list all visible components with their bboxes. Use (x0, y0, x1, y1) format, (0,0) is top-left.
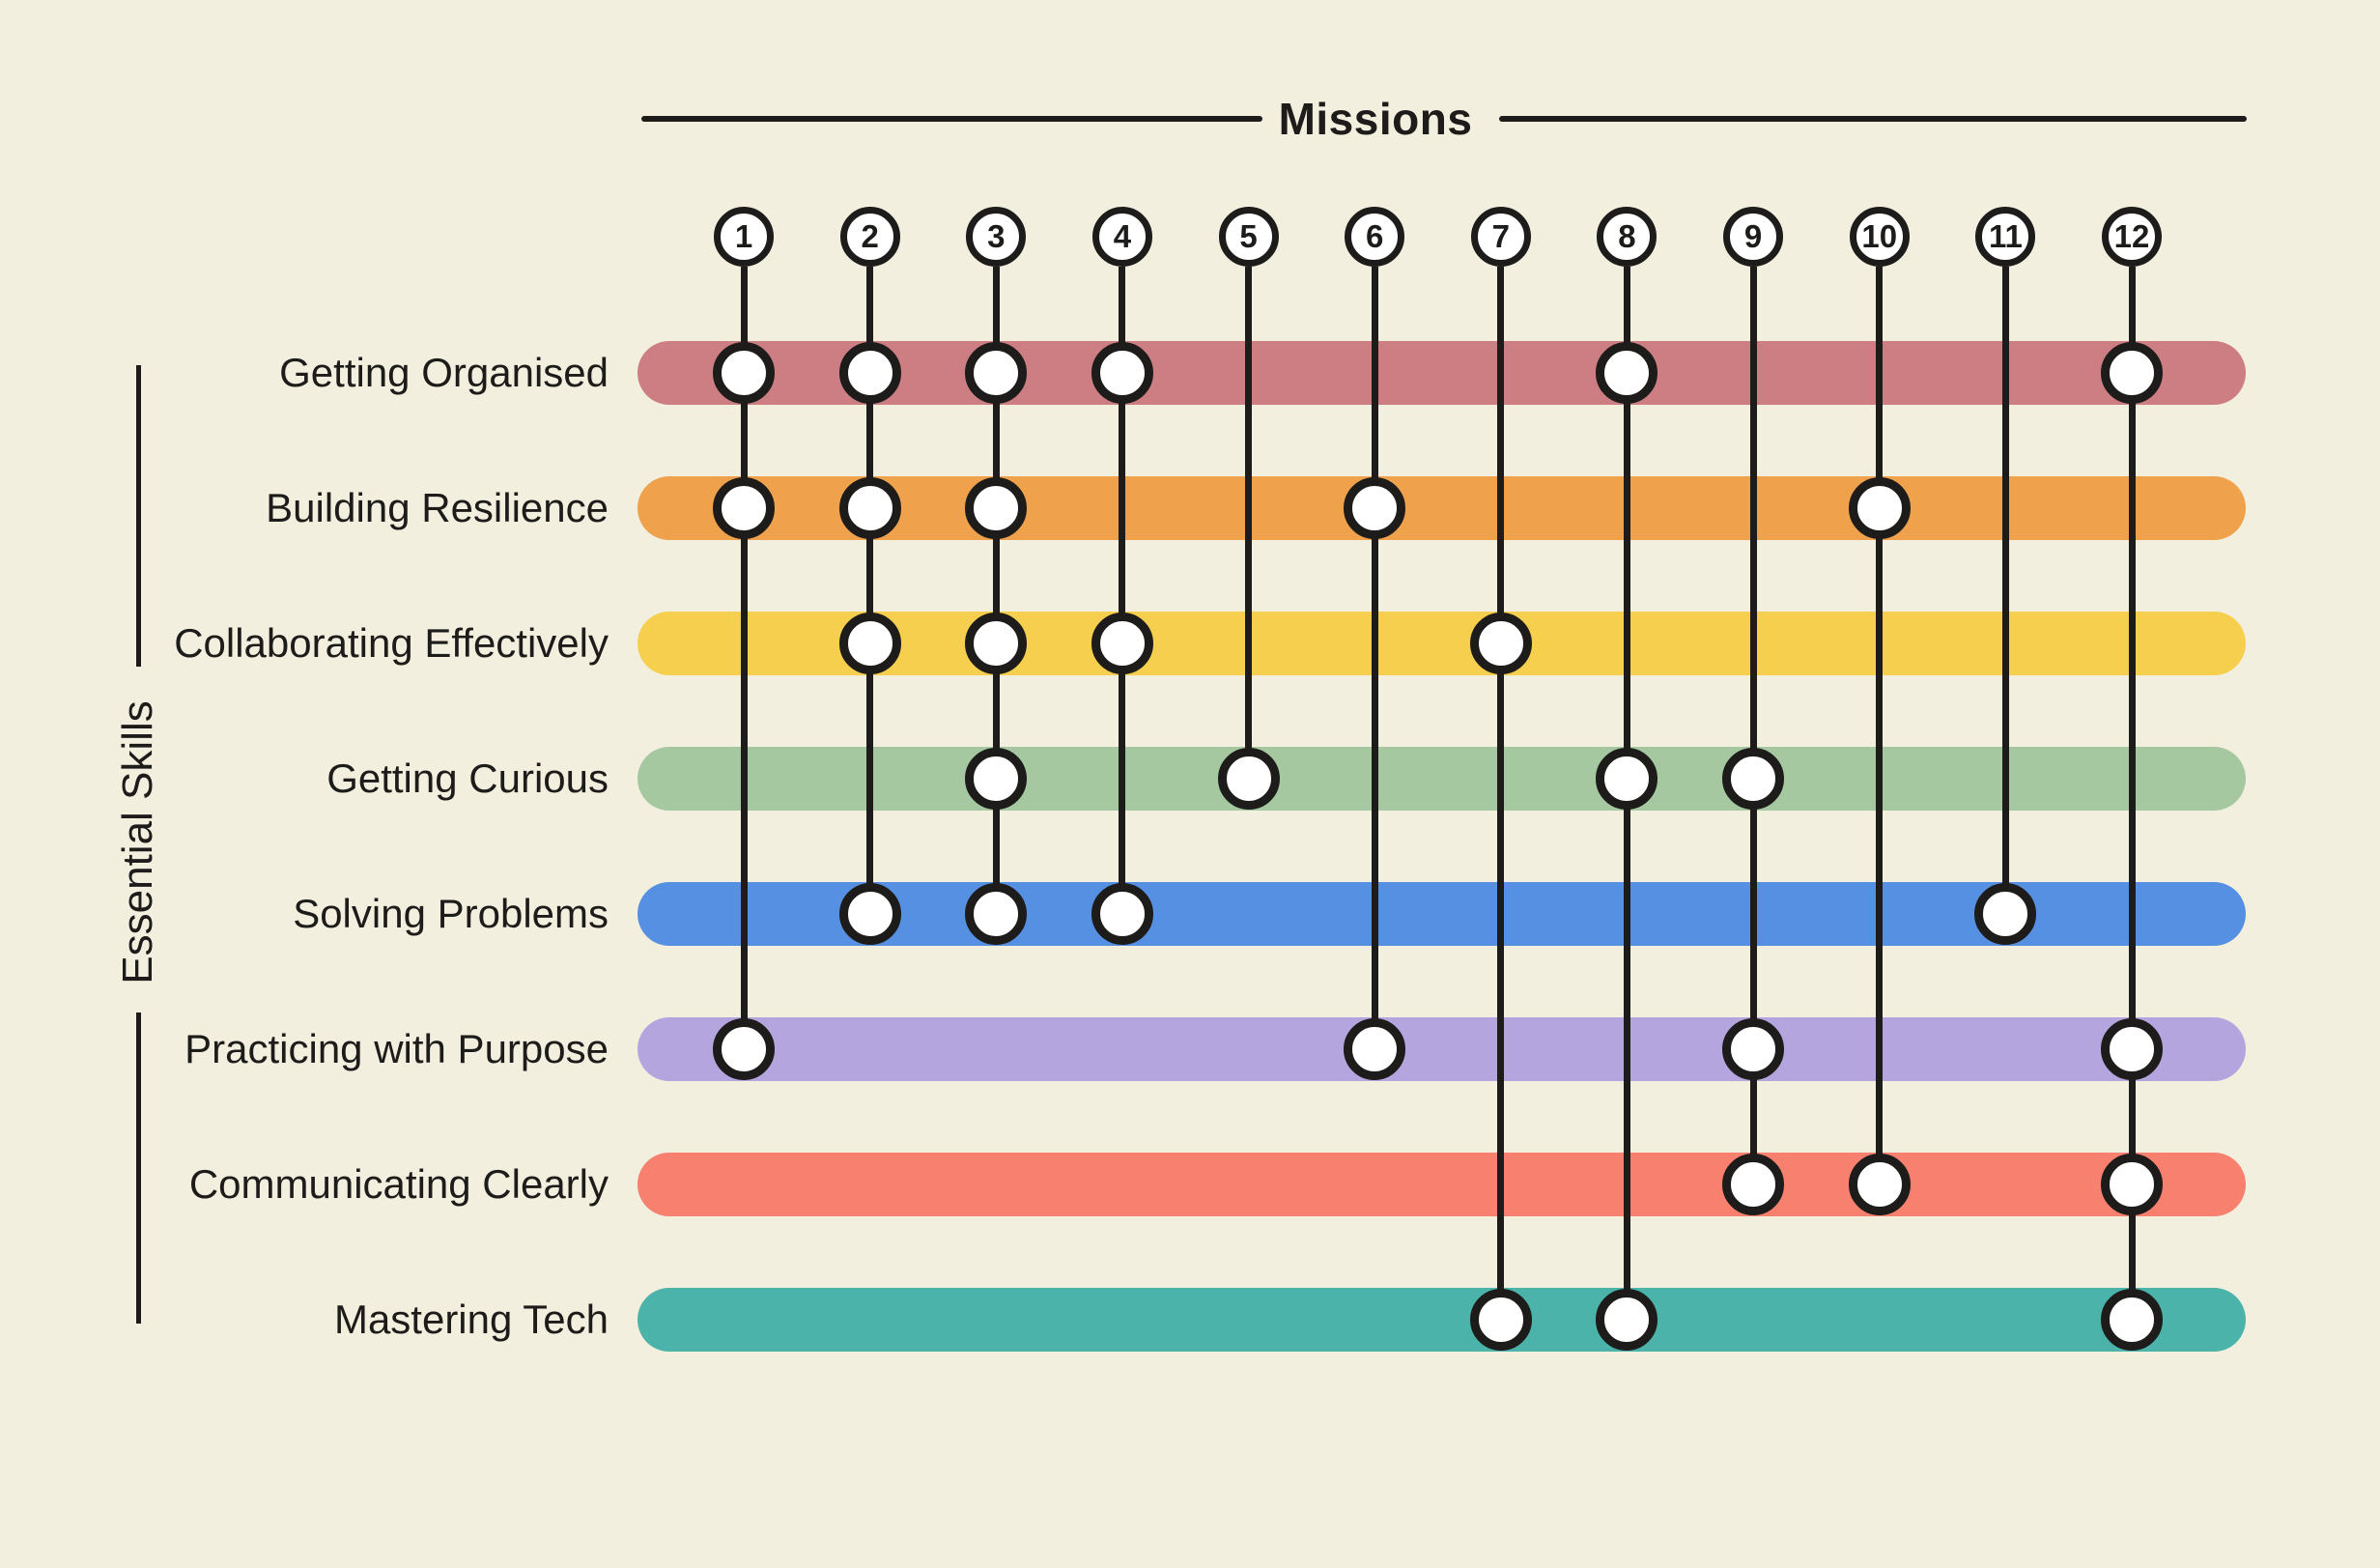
mission-number-8: 8 (1597, 207, 1658, 267)
mission-skill-dot (1722, 1018, 1785, 1080)
skills-axis-bracket-top (136, 365, 141, 667)
mission-skill-dot (1596, 342, 1658, 404)
skill-label: Mastering Tech (333, 1297, 609, 1342)
mission-number-7: 7 (1470, 207, 1531, 267)
mission-skill-dot (1848, 477, 1911, 539)
title-rule-right (1499, 116, 2247, 122)
mission-skill-dot (965, 477, 1028, 539)
mission-skill-dot (1596, 1289, 1658, 1351)
mission-skill-dot (965, 748, 1028, 810)
mission-number-10: 10 (1849, 207, 1910, 267)
mission-skill-dot (1848, 1154, 1911, 1215)
mission-skill-dot (838, 477, 901, 539)
skill-label: Solving Problems (293, 891, 609, 936)
mission-skill-dot (838, 883, 901, 945)
mission-line (866, 267, 874, 914)
skill-label: Building Resilience (266, 485, 609, 530)
skill-label: Getting Organised (279, 350, 609, 395)
mission-skill-dot (713, 477, 775, 539)
skill-band-practicing-with-purpose (638, 1017, 2246, 1081)
skills-axis-bracket-bottom (136, 1012, 141, 1324)
mission-skill-dot (965, 342, 1028, 404)
mission-line (2128, 267, 2136, 1320)
skill-label: Practicing with Purpose (184, 1026, 609, 1071)
mission-skill-dot (2101, 342, 2164, 404)
mission-number-4: 4 (1091, 207, 1152, 267)
skills-axis-label: Essential Skills (114, 700, 161, 984)
mission-skill-dot (1596, 748, 1658, 810)
mission-skill-dot (1091, 613, 1153, 674)
skill-band-mastering-tech (638, 1288, 2246, 1352)
mission-line (740, 267, 748, 1049)
mission-line (992, 267, 1000, 914)
mission-skill-dot (1722, 1154, 1785, 1215)
mission-skill-dot (1091, 342, 1153, 404)
mission-skill-dot (2101, 1154, 2164, 1215)
chart-title: Missions (1278, 94, 1473, 144)
title-rule-left (641, 116, 1262, 122)
mission-skill-dot (1344, 477, 1406, 539)
mission-line (2001, 267, 2009, 914)
mission-line (1371, 267, 1378, 1049)
mission-skill-dot (965, 883, 1028, 945)
skill-band-getting-organised (638, 341, 2246, 405)
skill-band-building-resilience (638, 476, 2246, 540)
mission-number-2: 2 (839, 207, 900, 267)
mission-number-9: 9 (1723, 207, 1784, 267)
mission-number-3: 3 (966, 207, 1027, 267)
mission-skill-dot (2101, 1289, 2164, 1351)
skill-label: Collaborating Effectively (174, 620, 609, 666)
mission-line (1119, 267, 1126, 914)
mission-line (1749, 267, 1757, 1184)
skill-band-getting-curious (638, 747, 2246, 811)
mission-skill-dot (1344, 1018, 1406, 1080)
skill-label: Getting Curious (326, 755, 609, 801)
mission-skill-dot (1469, 1289, 1532, 1351)
mission-line (1876, 267, 1884, 1184)
mission-skill-dot (1091, 883, 1153, 945)
mission-number-11: 11 (1975, 207, 2036, 267)
skill-band-collaborating-effectively (638, 612, 2246, 675)
skill-band-communicating-clearly (638, 1153, 2246, 1216)
mission-skill-dot (965, 613, 1028, 674)
mission-skill-dot (838, 342, 901, 404)
mission-skill-dot (838, 613, 901, 674)
mission-skill-dot (1217, 748, 1280, 810)
mission-number-12: 12 (2102, 207, 2163, 267)
mission-line (1245, 267, 1253, 779)
mission-skill-dot (1469, 613, 1532, 674)
mission-skill-dot (713, 1018, 775, 1080)
mission-number-1: 1 (714, 207, 774, 267)
mission-skill-dot (2101, 1018, 2164, 1080)
mission-line (1497, 267, 1505, 1320)
mission-number-5: 5 (1218, 207, 1279, 267)
mission-number-6: 6 (1345, 207, 1405, 267)
mission-skill-dot (713, 342, 775, 404)
skill-label: Communicating Clearly (188, 1161, 609, 1207)
mission-skill-dot (1722, 748, 1785, 810)
mission-skill-dot (1974, 883, 2037, 945)
